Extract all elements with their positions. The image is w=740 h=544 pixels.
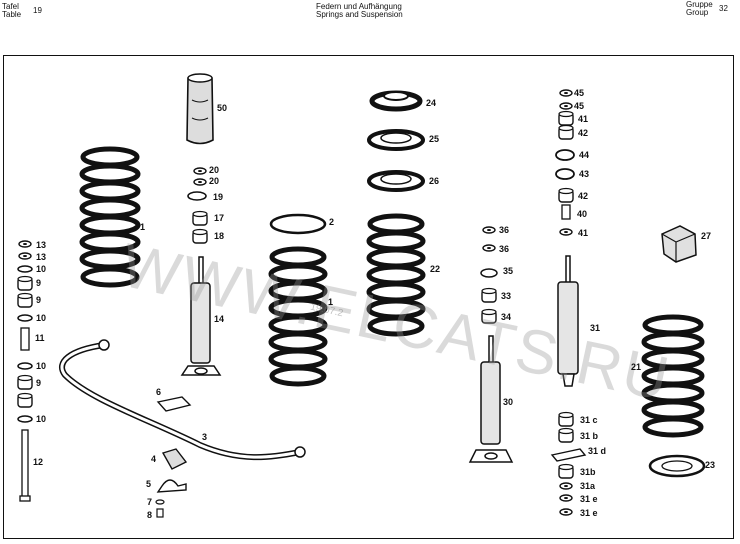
callout: 31 d — [588, 446, 607, 456]
callout: 31b — [580, 467, 596, 477]
gruppe-label: Gruppe — [686, 0, 713, 9]
callout: 45 — [574, 101, 585, 111]
coil-spring-1 — [79, 146, 141, 288]
callout: 10 — [36, 313, 47, 323]
title-english: Springs and Suspension — [316, 10, 403, 19]
callout: 6 — [156, 387, 162, 397]
group-number: 32 — [719, 4, 728, 13]
coil-spring-1-middle — [268, 246, 328, 387]
callout: 13 — [36, 240, 47, 250]
callout: 43 — [579, 169, 590, 179]
title-german: Federn und Aufhängung — [316, 2, 402, 11]
callout: 31 b — [580, 431, 599, 441]
callout: 27 — [701, 231, 712, 241]
diagram-frame — [3, 55, 734, 539]
callout: 10 — [36, 264, 47, 274]
callout: 31 e — [580, 508, 598, 518]
callout: 22 — [430, 264, 441, 274]
callout: 41 — [578, 228, 589, 238]
callout: 31 — [590, 323, 601, 333]
callout: 8 — [147, 510, 153, 520]
callout: 50 — [217, 103, 228, 113]
callout: 1 — [328, 297, 334, 307]
callout: 13 — [36, 252, 47, 262]
callout: 36 — [499, 244, 510, 254]
callout: 2 — [329, 217, 335, 227]
callout: 25 — [429, 134, 440, 144]
callout: 42 — [578, 191, 589, 201]
tafel-label: Tafel — [2, 2, 19, 11]
callout: 10 — [36, 414, 47, 424]
callout: 26 — [429, 176, 440, 186]
callout: 18 — [214, 231, 225, 241]
table-number: 19 — [33, 6, 42, 15]
callout: 42 — [578, 128, 589, 138]
callout: 21 — [631, 362, 642, 372]
callout: 14 — [214, 314, 225, 324]
callout: 4 — [151, 454, 157, 464]
callout: 9 — [36, 295, 42, 305]
callout: 10 — [36, 361, 47, 371]
callout: 45 — [574, 88, 585, 98]
callout: 33 — [501, 291, 512, 301]
callout: 31 c — [580, 415, 598, 425]
callout: 19 — [213, 192, 224, 202]
callout: 40 — [577, 209, 588, 219]
callout: 17 — [214, 213, 225, 223]
callout: 24 — [426, 98, 437, 108]
callout: 31a — [580, 481, 596, 491]
table-label: Table — [2, 10, 22, 19]
callout: 35 — [503, 266, 514, 276]
callout: 31 e — [580, 494, 598, 504]
callout: 1 — [140, 222, 146, 232]
callout: 3 — [202, 432, 208, 442]
callout: 5 — [146, 479, 152, 489]
callout: 11 — [35, 333, 45, 343]
callout: 9 — [36, 378, 42, 388]
callout: 30 — [503, 397, 514, 407]
callout: 23 — [705, 460, 716, 470]
callout: 12 — [33, 457, 44, 467]
callout: 36 — [499, 225, 510, 235]
callout: 20 — [209, 165, 220, 175]
callout: 20 — [209, 176, 220, 186]
callout: 44 — [579, 150, 590, 160]
callout: 34 — [501, 312, 512, 322]
callout: 41 — [578, 114, 589, 124]
group-label: Group — [686, 8, 709, 17]
callout: 7 — [147, 497, 153, 507]
callout: 9 — [36, 278, 42, 288]
